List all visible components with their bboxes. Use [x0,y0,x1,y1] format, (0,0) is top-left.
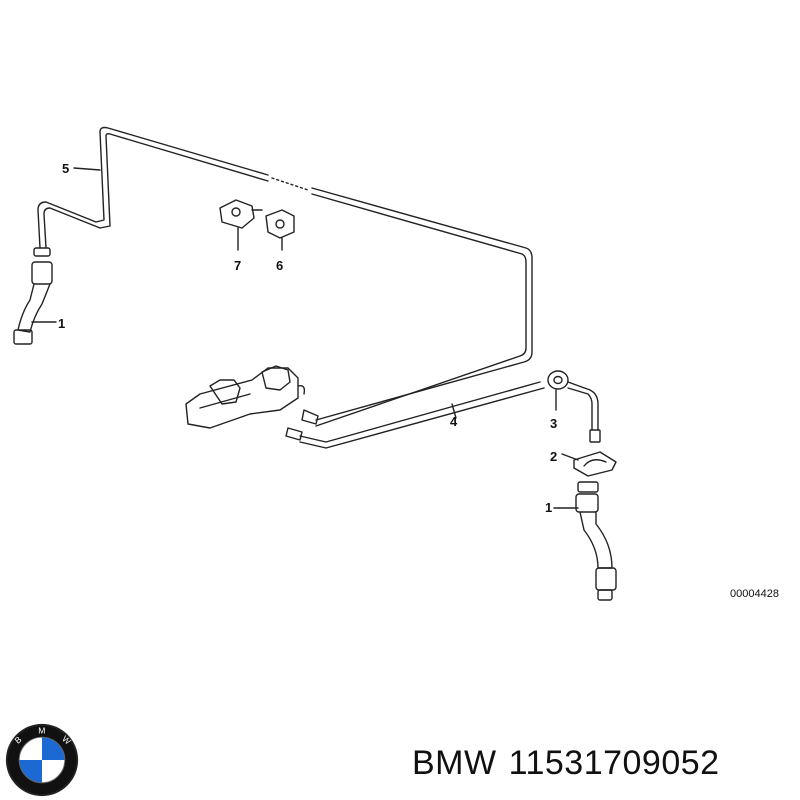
part-number: 11531709052 [508,744,720,782]
callout-5: 5 [62,161,69,176]
reference-code: 00004428 [730,588,779,600]
callout-2: 2 [550,449,557,464]
callout-4: 4 [450,414,458,429]
svg-text:B: B [13,734,24,746]
grommet-3 [547,370,601,443]
master-cylinder [185,365,319,441]
brand-name: BMW [412,744,497,782]
fitting-6 [265,209,295,251]
fitting-7 [219,199,263,251]
pipe-4 [299,381,545,449]
pipe-5 [37,126,533,427]
part-title: BMW 11531709052 [412,744,732,783]
callout-1-bottom: 1 [545,500,552,515]
hose-1-bottom [553,481,617,601]
callout-6: 6 [276,258,283,273]
bmw-logo-icon: B M W [5,723,79,797]
callout-7: 7 [234,258,241,273]
svg-text:M: M [38,725,45,735]
hose-1-top [13,247,57,345]
callout-1-top: 1 [58,316,65,331]
clip-2 [573,451,617,477]
callout-3: 3 [550,416,557,431]
